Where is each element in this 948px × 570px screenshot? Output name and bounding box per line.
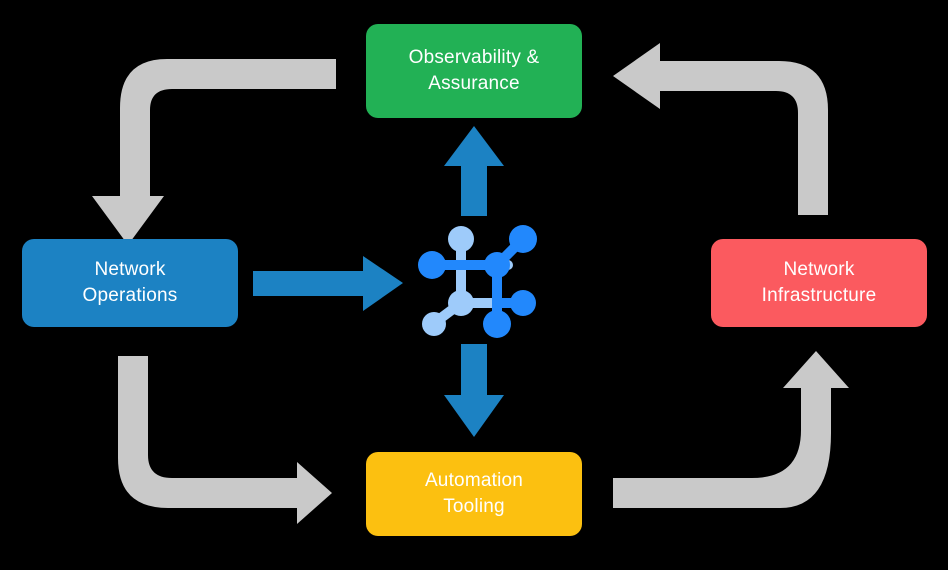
node-box-observability[interactable]: Observability & Assurance <box>366 24 582 118</box>
network-icon-light-nodes <box>422 226 474 336</box>
gray-arrow-infrastructure-to-observability <box>613 43 828 215</box>
network-icon-bright-edges <box>429 236 526 327</box>
blue-arrow-center-to-automation <box>444 344 504 437</box>
blue-arrow-center-to-observability <box>444 126 504 216</box>
network-topology-icon <box>418 225 537 338</box>
node-box-network-operations[interactable]: Network Operations <box>22 239 238 327</box>
blue-arrow-operations-to-center <box>253 256 403 311</box>
gray-arrow-operations-to-automation <box>118 356 332 524</box>
node-label-observability: Observability & Assurance <box>408 47 540 94</box>
network-icon-light-edges <box>429 238 522 326</box>
node-label-network-operations: Network Operations <box>82 259 178 306</box>
node-label-network-infrastructure: Network Infrastructure <box>761 259 877 306</box>
node-label-automation-tooling: Automation Tooling <box>424 470 524 517</box>
gray-arrow-observability-to-operations <box>92 59 336 245</box>
node-box-network-infrastructure[interactable]: Network Infrastructure <box>711 239 927 327</box>
node-box-automation-tooling[interactable]: Automation Tooling <box>366 452 582 536</box>
gray-arrow-automation-to-infrastructure <box>613 351 849 508</box>
network-icon-bright-nodes <box>418 225 537 338</box>
